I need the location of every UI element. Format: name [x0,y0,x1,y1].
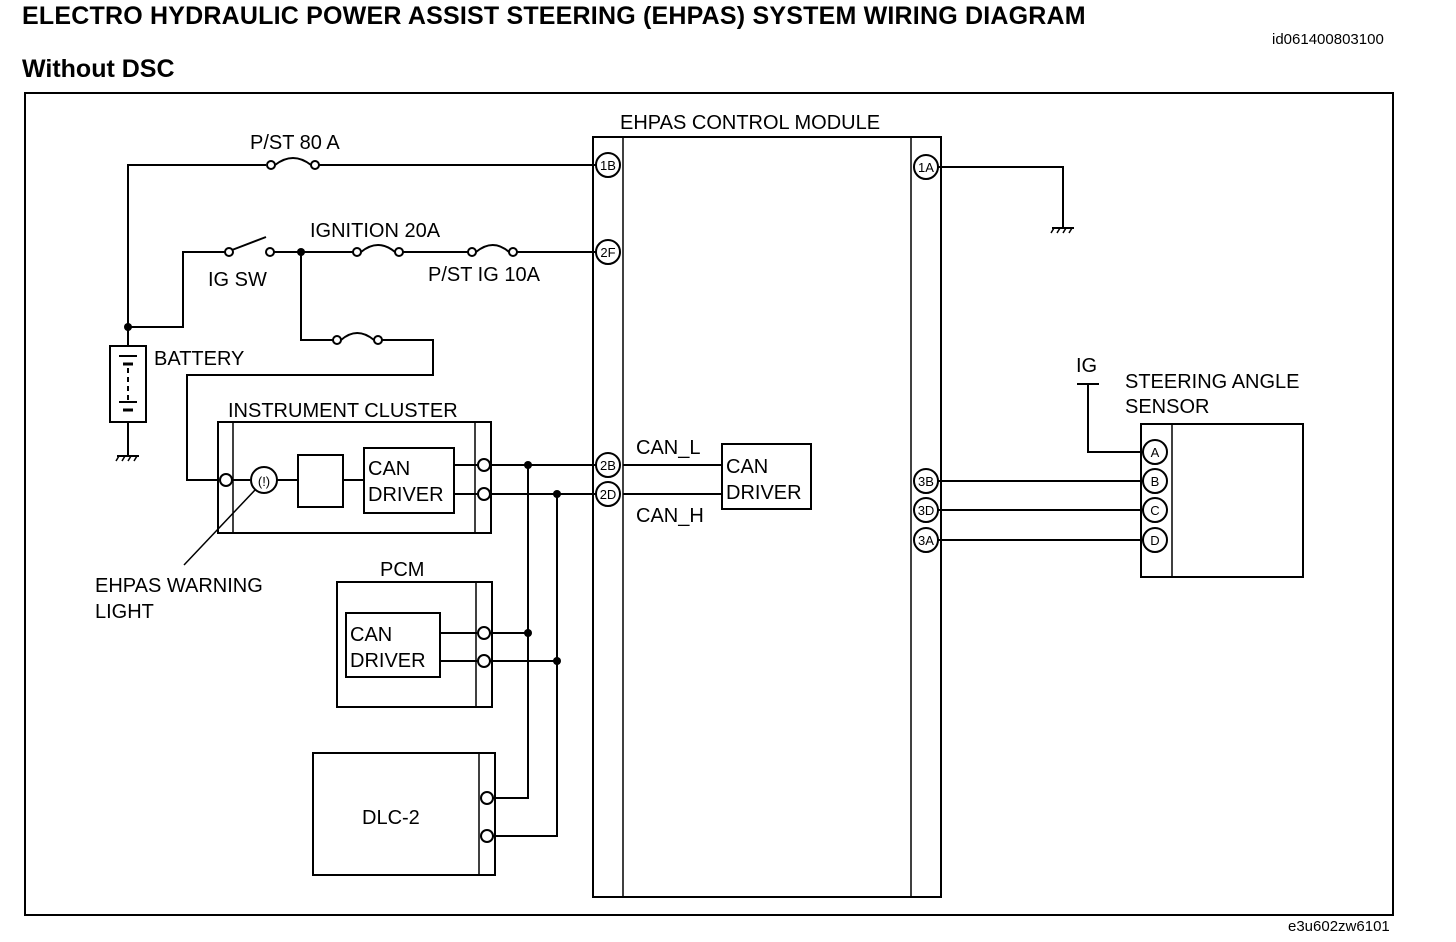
module-pin-3a: 3A [913,527,939,553]
dlc-2-label: DLC-2 [362,807,420,829]
module-pin-1b: 1B [595,152,621,178]
svg-text:2F: 2F [600,245,615,260]
ig-switch-label: IG SW [208,269,267,291]
pcm-can-driver [345,612,441,678]
instrument-cluster-label: INSTRUMENT CLUSTER [228,400,458,422]
steering-angle-sensor: STEERING ANGLE SENSOR A B C D IG [938,355,1304,578]
svg-text:2D: 2D [600,487,617,502]
module-pin-2b: 2B [595,452,621,478]
svg-text:DRIVER: DRIVER [368,484,444,506]
svg-text:A: A [1151,445,1160,460]
ig-supply-label: IG [1076,355,1097,377]
svg-text:(!): (!) [258,474,270,489]
module-pin-2f: 2F [595,239,621,265]
module-pin-3d: 3D [913,497,939,523]
module-pin-2d: 2D [595,481,621,507]
page-subtitle: Without DSC [22,55,175,83]
svg-text:3B: 3B [918,474,934,489]
svg-text:1A: 1A [918,160,934,175]
cluster-can-driver [363,447,455,514]
svg-text:D: D [1150,533,1159,548]
svg-text:3A: 3A [918,533,934,548]
diagram-frame [24,92,1394,916]
svg-text:2B: 2B [600,458,616,473]
ignition-circuit: IG SW IGNITION 20A P/ST IG 10A [128,220,596,481]
svg-text:B: B [1151,474,1160,489]
page-title: ELECTRO HYDRAULIC POWER ASSIST STEERING … [22,2,1086,30]
steering-sensor-label-2: SENSOR [1125,396,1209,418]
module-pin-1a: 1A [913,154,939,180]
svg-text:1B: 1B [600,158,616,173]
battery-label: BATTERY [154,348,244,370]
figure-id: e3u602zw6101 [1288,918,1390,935]
svg-text:CAN: CAN [350,624,392,646]
warning-light-label-2: LIGHT [95,601,154,623]
instrument-cluster: INSTRUMENT CLUSTER (!) CAN DRIVER [183,400,492,566]
warning-light-label-1: EHPAS WARNING [95,575,263,597]
dlc-2: DLC-2 [312,752,496,876]
module-ground [938,166,1074,234]
pcm: PCM CAN DRIVER [336,559,493,708]
module-can-driver [721,443,812,510]
module-can-driver-label-1: CAN [726,456,768,478]
can-bus [490,461,596,837]
svg-text:DRIVER: DRIVER [350,650,426,672]
can-h-label: CAN_H [636,505,704,527]
module-title: EHPAS CONTROL MODULE [620,112,880,134]
steering-sensor-label-1: STEERING ANGLE [1125,371,1300,393]
svg-text:3D: 3D [918,503,935,518]
fuse-ignition-20a-label: IGNITION 20A [310,220,441,242]
module-pin-3b: 3B [913,468,939,494]
battery: BATTERY [109,323,244,462]
pst-80a-circuit: P/ST 80 A [127,132,596,325]
ehpas-control-module: EHPAS CONTROL MODULE CAN DRIVER CAN_L CA… [592,112,942,898]
can-l-label: CAN_L [636,437,700,459]
document-id: id061400803100 [1272,31,1384,48]
fuse-pst-80a-label: P/ST 80 A [250,132,340,154]
pcm-label: PCM [380,559,424,581]
module-can-driver-label-2: DRIVER [726,482,802,504]
svg-text:CAN: CAN [368,458,410,480]
svg-text:C: C [1150,503,1159,518]
fuse-pst-ig-10a-label: P/ST IG 10A [428,264,541,286]
